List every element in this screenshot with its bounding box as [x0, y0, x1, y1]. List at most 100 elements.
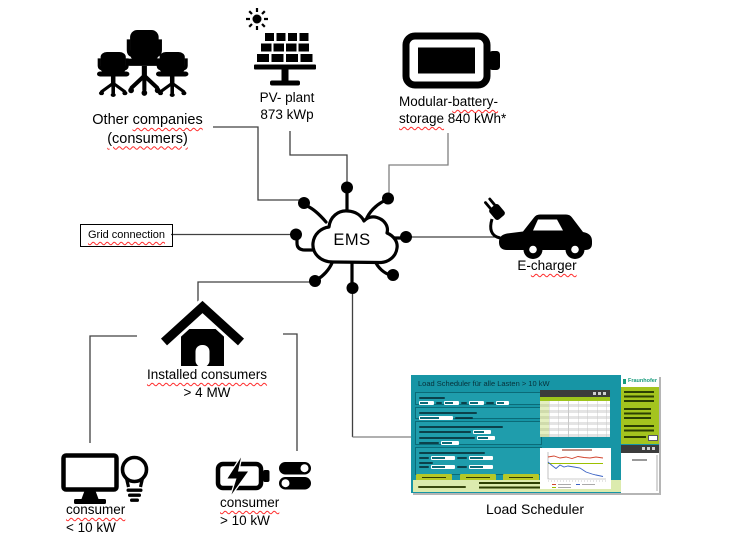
- toggle-switches-icon: [279, 462, 311, 490]
- form-input-row: [419, 461, 538, 464]
- fraunhofer-logo: Fraunhofer: [621, 375, 659, 387]
- label-line: Installed consumers: [127, 366, 287, 384]
- toolbar-icon: [593, 392, 596, 395]
- form-input-row: [419, 465, 538, 469]
- form-input: [477, 435, 495, 440]
- label-text: Modular-: [399, 94, 453, 109]
- toolbar-icon: [603, 392, 606, 395]
- label-text-misspelled: charger: [530, 258, 577, 273]
- house-icon: [158, 296, 247, 367]
- form-label-line: [457, 466, 467, 468]
- label-line: > 4 MW: [183, 384, 231, 400]
- table-rows: [540, 401, 610, 437]
- form-label-line: [419, 412, 477, 414]
- toolbar-icon: [652, 447, 655, 450]
- form-input: [473, 430, 491, 434]
- form-label-line: [419, 457, 429, 459]
- form-input: [441, 441, 459, 445]
- label-text-misspelled: storage: [399, 111, 445, 126]
- connector-lines: [89, 126, 500, 451]
- label-text-misspelled: (consumers): [107, 130, 188, 147]
- wire-bracket-left: [89, 335, 137, 443]
- form-input-row: [419, 456, 538, 460]
- preview-toolbar: [621, 445, 659, 453]
- office-chairs-icon: [95, 30, 191, 99]
- form-input-row: [419, 441, 538, 445]
- form-input: [419, 416, 453, 420]
- table-toolbar: [540, 390, 610, 397]
- info-text-block: [624, 391, 654, 405]
- label-battery-storage: Modular-battery- storage 840 kWh*: [399, 93, 544, 127]
- preview-panel: [621, 453, 659, 493]
- form-input: [496, 401, 509, 405]
- wire-house: [197, 281, 311, 306]
- form-input: [469, 456, 493, 460]
- plug-icon: [483, 197, 505, 220]
- label-text: Other: [92, 112, 133, 128]
- label-text-misspelled: companies: [132, 112, 203, 128]
- label-line: (consumers): [55, 130, 240, 149]
- form-input: [444, 401, 459, 405]
- label-line: Other companies: [55, 111, 240, 130]
- form-label-line: [419, 426, 503, 428]
- monitor-icon: [61, 453, 119, 504]
- label-line: consumer: [220, 494, 320, 512]
- form-button-3: [503, 474, 539, 481]
- battery-icon: [402, 32, 500, 89]
- label-line: 873 kWp: [260, 107, 314, 122]
- cloud-outline: [311, 209, 399, 265]
- form-label-line: [457, 457, 467, 459]
- info-text-line: [624, 436, 646, 438]
- form-input: [431, 456, 455, 460]
- form-label-line: [419, 466, 429, 468]
- wire-battery: [388, 133, 449, 195]
- label-text: E-: [517, 258, 531, 273]
- form-label-line: [419, 461, 433, 464]
- table-first-column: [540, 401, 549, 437]
- solar-panel-icon: [254, 33, 316, 86]
- form-button-2: [460, 474, 496, 481]
- form-input: [469, 401, 484, 405]
- form-label-line: [419, 436, 475, 439]
- toolbar-icon: [642, 447, 645, 450]
- wire-bracket-right: [283, 333, 298, 451]
- form-group-periods: [415, 447, 542, 475]
- status-text-line: [418, 486, 466, 488]
- label-e-charger: E-charger: [497, 257, 597, 274]
- brand-strip: Fraunhofer: [621, 375, 659, 387]
- label-consumer-small: consumer < 10 kW: [66, 501, 166, 536]
- load-scheduler-window-title: Load Scheduler für alle Lasten > 10 kW: [418, 379, 550, 388]
- form-input: [431, 465, 455, 469]
- label-line: storage 840 kWh*: [399, 110, 544, 127]
- form-input: [469, 465, 493, 469]
- table-card: [540, 390, 610, 437]
- label-line: PV- plant: [259, 90, 315, 105]
- label-installed-consumers: Installed consumers > 4 MW: [127, 366, 287, 401]
- status-text-block: [479, 482, 555, 491]
- label-other-companies: Other companies (consumers): [55, 111, 240, 148]
- form-group-selection: [415, 407, 542, 420]
- ems-cloud-hub-icon: [290, 181, 412, 294]
- form-input-row: [419, 435, 538, 440]
- form-label-line: [455, 417, 473, 419]
- chart-card: [540, 448, 611, 489]
- label-line: < 10 kW: [66, 519, 116, 535]
- label-line: > 10 kW: [220, 512, 270, 528]
- label-line: Modular-battery-: [399, 93, 544, 110]
- toolbar-icon: [647, 447, 650, 450]
- form-label-line: [436, 402, 442, 404]
- form-input-row: [419, 430, 538, 434]
- form-label-line: [486, 402, 494, 404]
- lightbulb-icon: [120, 455, 149, 502]
- load-scheduler-caption: Load Scheduler: [485, 501, 585, 517]
- label-text-misspelled: consumer: [220, 495, 280, 510]
- wire-pv-plant: [289, 131, 348, 185]
- form-label-line: [419, 442, 439, 444]
- label-consumer-large: consumer > 10 kW: [220, 494, 320, 529]
- form-label-line: [419, 397, 445, 399]
- table-header-row: [540, 397, 610, 401]
- fraunhofer-logo-text: Fraunhofer: [627, 378, 657, 384]
- grid-connection-box: Grid connection: [80, 224, 173, 247]
- label-text-misspelled: consumer: [66, 502, 126, 517]
- info-mini-field: [648, 435, 658, 441]
